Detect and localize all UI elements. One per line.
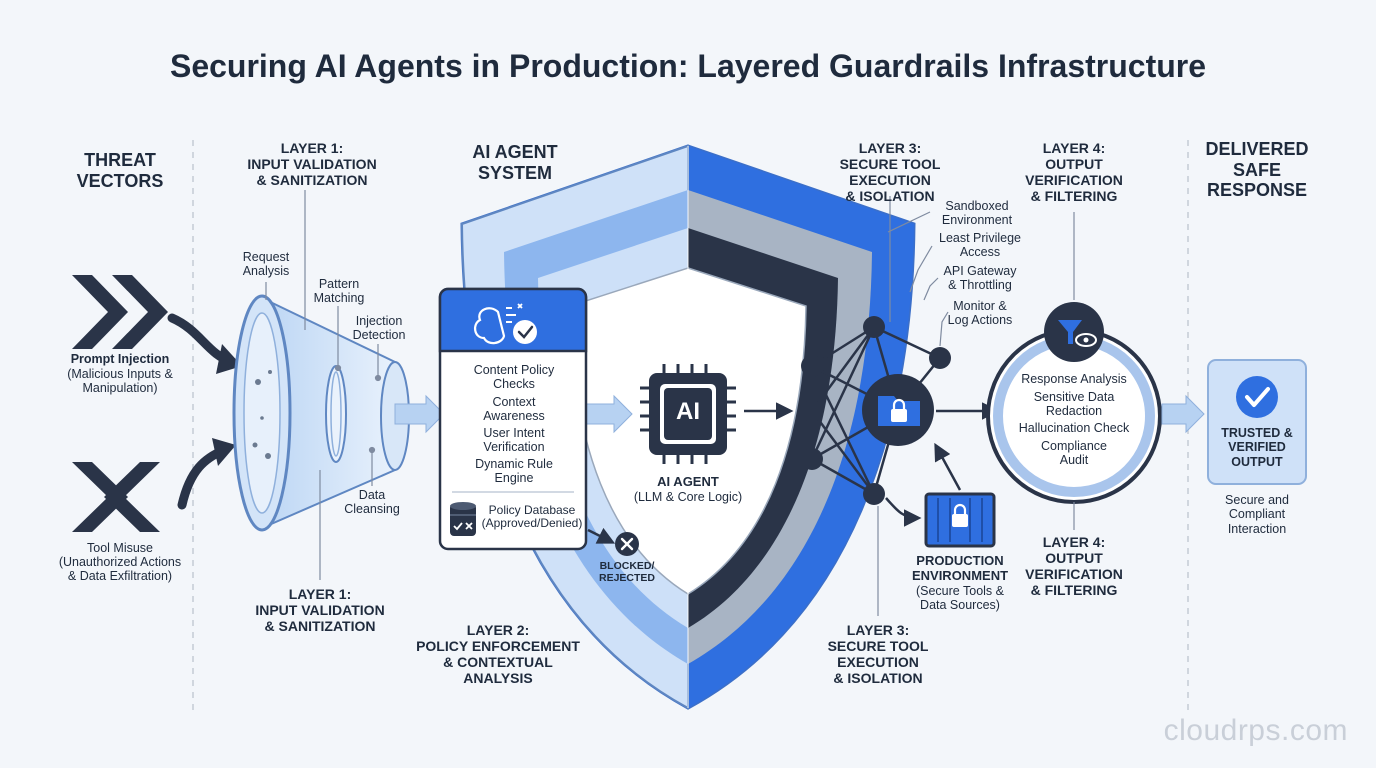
- layer4-check-compliance: Compliance Audit: [1040, 439, 1107, 467]
- tool-misuse-label: Tool Misuse: [87, 541, 153, 555]
- threat-vectors-heading: THREAT VECTORS: [76, 150, 164, 191]
- production-environment-detail: (Secure Tools & Data Sources): [915, 584, 1004, 613]
- delivered-detail: Secure and Compliant Interaction: [1225, 493, 1289, 536]
- threat-arrow-lower-head: [212, 438, 236, 466]
- delivered-heading: DELIVERED SAFE RESPONSE: [1205, 139, 1309, 201]
- input-validation-funnel: [232, 294, 410, 532]
- delivered-badge-label: TRUSTED & VERIFIED OUTPUT: [1221, 426, 1293, 469]
- flow-arrow-production-folder: [934, 442, 962, 491]
- ai-agent-system-heading: AI AGENT SYSTEM: [472, 142, 558, 183]
- ai-chip-icon: [640, 364, 736, 464]
- production-container-icon: [924, 492, 996, 548]
- layer1-step-pattern-matching: Pattern Matching: [313, 277, 365, 306]
- ai-agent-detail: (LLM & Core Logic): [633, 490, 743, 504]
- layer1-step-data-cleansing: Data Cleansing: [344, 488, 400, 517]
- layer1-bottom-label: LAYER 1: INPUT VALIDATION & SANITIZATION: [255, 586, 385, 635]
- layer4-bottom-label: LAYER 4: OUTPUT VERIFICATION & FILTERING: [1025, 534, 1123, 599]
- prompt-injection-detail: (Malicious Inputs & Manipulation): [67, 367, 173, 396]
- layer1-leader-lines: [265, 190, 382, 580]
- policy-item-content-checks: Content Policy Checks: [473, 363, 555, 391]
- production-environment-label: PRODUCTION ENVIRONMENT: [911, 553, 1009, 583]
- layer4-check-hallucination: Hallucination Check: [1018, 421, 1130, 435]
- ai-agent-label: AI AGENT: [657, 474, 719, 489]
- layer1-step-injection-detection: Injection Detection: [352, 314, 406, 343]
- prompt-injection-icon: [72, 275, 168, 349]
- policy-database-icon: [450, 502, 476, 536]
- tool-network-graph: [810, 325, 941, 496]
- layer3-feature-sandboxed: Sandboxed Environment: [941, 199, 1013, 228]
- flow-arrow-node-production: [885, 497, 922, 527]
- flow-arrow-funnel-policy: [394, 394, 445, 434]
- layer4-check-response-analysis: Response Analysis: [1021, 372, 1127, 386]
- layer3-leader-lines: [877, 196, 949, 616]
- layer1-step-request-analysis: Request Analysis: [242, 250, 290, 279]
- layer1-top-label: LAYER 1: INPUT VALIDATION & SANITIZATION: [247, 140, 377, 189]
- output-filter-icon: [1044, 302, 1104, 362]
- delivered-badge: [1207, 359, 1307, 485]
- layer3-feature-monitor-log: Monitor & Log Actions: [947, 299, 1013, 328]
- policy-database-label: Policy Database (Approved/Denied): [481, 503, 583, 531]
- layer3-top-label: LAYER 3: SECURE TOOL EXECUTION & ISOLATI…: [839, 140, 941, 205]
- layer3-bottom-label: LAYER 3: SECURE TOOL EXECUTION & ISOLATI…: [827, 622, 929, 687]
- policy-item-context-awareness: Context Awareness: [483, 395, 545, 423]
- brain-check-icon: [474, 303, 537, 345]
- layer3-feature-api-gateway: API Gateway & Throttling: [943, 264, 1017, 293]
- flow-arrow-policy-agent: [585, 394, 633, 434]
- layer3-feature-least-privilege: Least Privilege Access: [939, 231, 1021, 260]
- page-title: Securing AI Agents in Production: Layere…: [169, 48, 1207, 84]
- tool-misuse-detail: (Unauthorized Actions & Data Exfiltratio…: [58, 555, 182, 584]
- policy-item-dynamic-rule: Dynamic Rule Engine: [475, 457, 553, 485]
- blocked-flow-line: [587, 527, 616, 544]
- watermark: cloudrps.com: [1163, 714, 1348, 747]
- layer2-label: LAYER 2: POLICY ENFORCEMENT & CONTEXTUAL…: [416, 622, 580, 687]
- layer4-top-label: LAYER 4: OUTPUT VERIFICATION & FILTERING: [1025, 140, 1123, 205]
- layer4-check-sensitive-data: Sensitive Data Redaction: [1033, 390, 1115, 418]
- blocked-icon: [615, 532, 639, 556]
- flow-arrow-output-delivered: [1161, 394, 1205, 434]
- blocked-label: BLOCKED/ REJECTED: [598, 560, 655, 585]
- tool-network-nodes: [801, 316, 951, 505]
- prompt-injection-label: Prompt Injection: [70, 352, 170, 366]
- tool-misuse-icon: [72, 462, 160, 532]
- secure-folder-icon: [862, 374, 934, 446]
- ai-chip-label: AI: [676, 398, 700, 425]
- policy-item-user-intent: User Intent Verification: [483, 426, 545, 454]
